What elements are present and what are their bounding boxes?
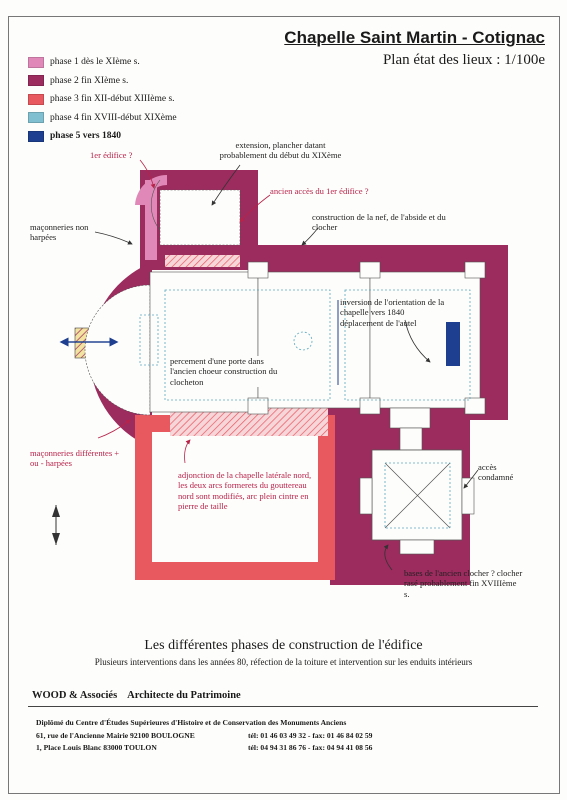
page-frame — [8, 16, 560, 794]
phase-3-side-chapel — [135, 415, 335, 580]
legend-label: phase 5 vers 1840 — [50, 131, 121, 141]
legend-swatch-phase-1 — [28, 56, 44, 68]
interior-rooms — [84, 179, 486, 416]
annotation-old-bell-tower: bases de l'ancien clocher ? clocher rasé… — [404, 568, 523, 599]
legend-label: phase 2 fin XIème s. — [50, 75, 129, 86]
annotation-access-closed: accès condamné — [478, 462, 514, 483]
legend-item-phase-4: phase 4 fin XVIII-début XIXème — [28, 110, 177, 126]
annotation-masonry-different: maçonneries différentes + ou - harpées — [30, 448, 120, 469]
legend-item-phase-5: phase 5 vers 1840 — [28, 128, 177, 144]
footer-phone-toulon: tél: 04 94 31 86 76 - fax: 04 94 41 08 5… — [248, 743, 373, 752]
orientation-arrows — [59, 300, 339, 385]
firm-role: Architecte du Patrimoine — [127, 690, 241, 701]
annotation-extension: extension, plancher datant probablement … — [219, 140, 342, 161]
diagram-caption-sub: Plusieurs interventions dans les années … — [94, 657, 473, 667]
annotation-masonry-unbonded: maçonneries non harpées — [30, 222, 89, 243]
annotation-first-building: 1er édifice ? — [90, 150, 133, 160]
footer-phone-boulogne: tél: 01 46 03 49 32 - fax: 01 46 84 02 5… — [248, 731, 373, 740]
bell-tower — [359, 407, 475, 555]
firm-name: WOOD & Associés — [32, 690, 118, 701]
firm-heading: WOOD & Associés Architecte du Patrimoine — [32, 690, 241, 701]
annotation-inversion: inversion de l'orientation de la chapell… — [340, 297, 445, 328]
legend-swatch-phase-5 — [28, 130, 44, 142]
legend-item-phase-3: phase 3 fin XII-début XIIIème s. — [28, 91, 177, 107]
hatched-wall-top — [165, 255, 240, 267]
page-title: Chapelle Saint Martin - Cotignac — [284, 28, 545, 47]
footer-address-boulogne: 61, rue de l'Ancienne Mairie 92100 BOULO… — [36, 731, 195, 740]
legend-item-phase-1: phase 1 dès le XIème s. — [28, 54, 177, 70]
legend-label: phase 4 fin XVIII-début XIXème — [50, 112, 177, 123]
legend-swatch-phase-3 — [28, 93, 44, 105]
annotation-old-access: ancien accès du 1er édifice ? — [270, 186, 369, 196]
legend-label: phase 3 fin XII-début XIIIème s. — [50, 94, 175, 104]
phase-legend: phase 1 dès le XIème s. phase 2 fin XIèm… — [28, 54, 177, 147]
footer-address-toulon: 1, Place Louis Blanc 83000 TOULON — [36, 743, 157, 752]
page-subtitle: Plan état des lieux : 1/100e — [382, 52, 545, 68]
annotation-door: percement d'une porte dans l'ancien choe… — [170, 356, 282, 388]
leader-lines — [94, 159, 479, 571]
phase-4-dashed-outlines — [139, 289, 471, 401]
footer-diploma: Diplômé du Centre d'Études Supérieures d… — [36, 718, 347, 727]
annotation-side-chapel: adjonction de la chapelle latérale nord,… — [178, 470, 312, 512]
north-arrow — [52, 505, 60, 545]
legend-item-phase-2: phase 2 fin XIème s. — [28, 73, 177, 89]
phase-5-altar — [446, 322, 460, 366]
legend-swatch-phase-2 — [28, 75, 44, 86]
footer-divider — [28, 706, 538, 707]
diagram-caption: Les différentes phases de construction d… — [144, 638, 423, 653]
annotation-nave: construction de la nef, de l'abside et d… — [312, 212, 446, 233]
legend-swatch-phase-4 — [28, 112, 44, 123]
phase-1-masonry — [135, 174, 167, 260]
legend-label: phase 1 dès le XIème s. — [50, 57, 140, 67]
